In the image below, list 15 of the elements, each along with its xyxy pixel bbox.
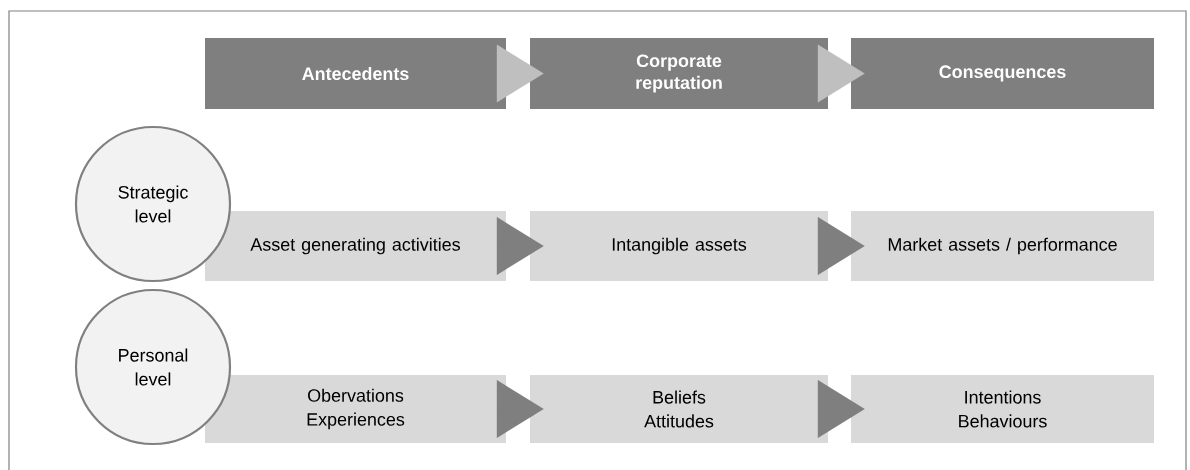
process-box: Intentions Behaviours [851,375,1154,443]
arrow [496,380,544,438]
arrow [817,44,865,103]
arrow [817,380,865,438]
process-box: Obervations Experiences [205,375,506,443]
process-box: Beliefs Attitudes [530,375,828,443]
process-box: Asset generating activities [205,211,506,281]
arrow [496,217,544,275]
header-box: Consequences [851,38,1154,109]
process-box: Market assets / performance [851,211,1154,281]
process-box: Intangible assets [530,211,828,281]
header-box: Corporate reputation [530,38,828,109]
header-box: Antecedents [205,38,506,109]
arrow [817,217,865,275]
arrow [496,44,544,103]
